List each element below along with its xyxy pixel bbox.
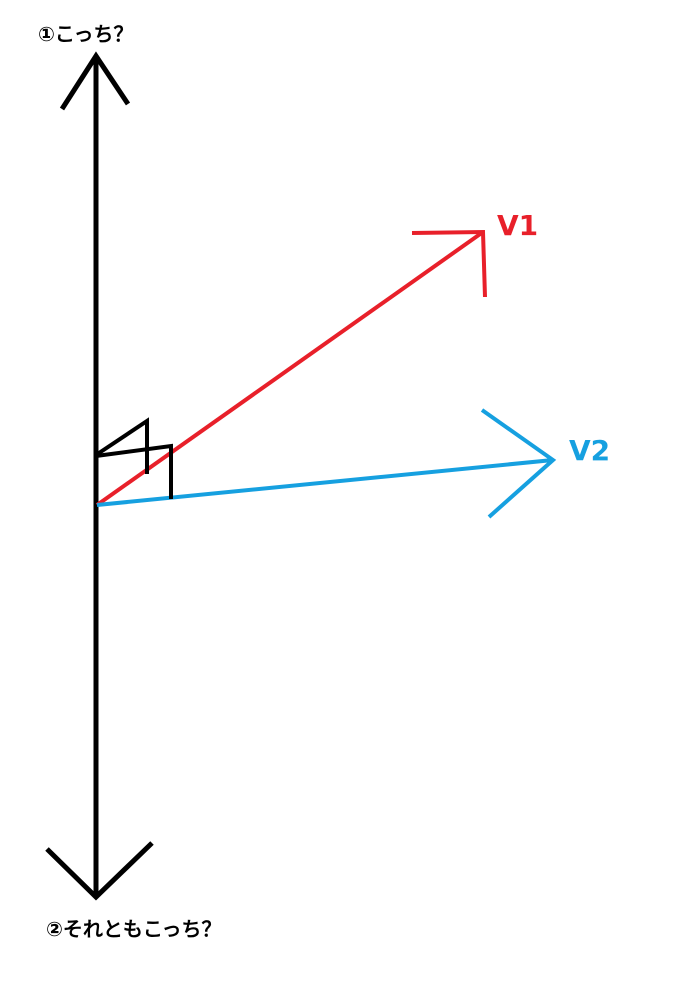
right-angle-marker-v2 — [95, 443, 173, 499]
up-arrowhead — [59, 51, 131, 111]
option-up-label: ①こっち？ — [38, 22, 134, 46]
vertical-axis — [45, 51, 154, 901]
v1-arrowhead — [411, 229, 487, 298]
vector-v1 — [95, 229, 487, 507]
down-arrowhead — [45, 841, 154, 901]
right-angle-marker-v1 — [94, 417, 149, 474]
v2-label: V2 — [569, 434, 611, 467]
vector-v2 — [96, 408, 557, 519]
v1-shaft — [95, 230, 485, 507]
option-down-label: ②それともこっち？ — [46, 917, 222, 941]
v2-shaft — [96, 458, 554, 507]
v2-arrowhead — [480, 408, 557, 519]
right-angle-markers — [94, 417, 173, 499]
v1-label: V1 — [497, 209, 539, 242]
